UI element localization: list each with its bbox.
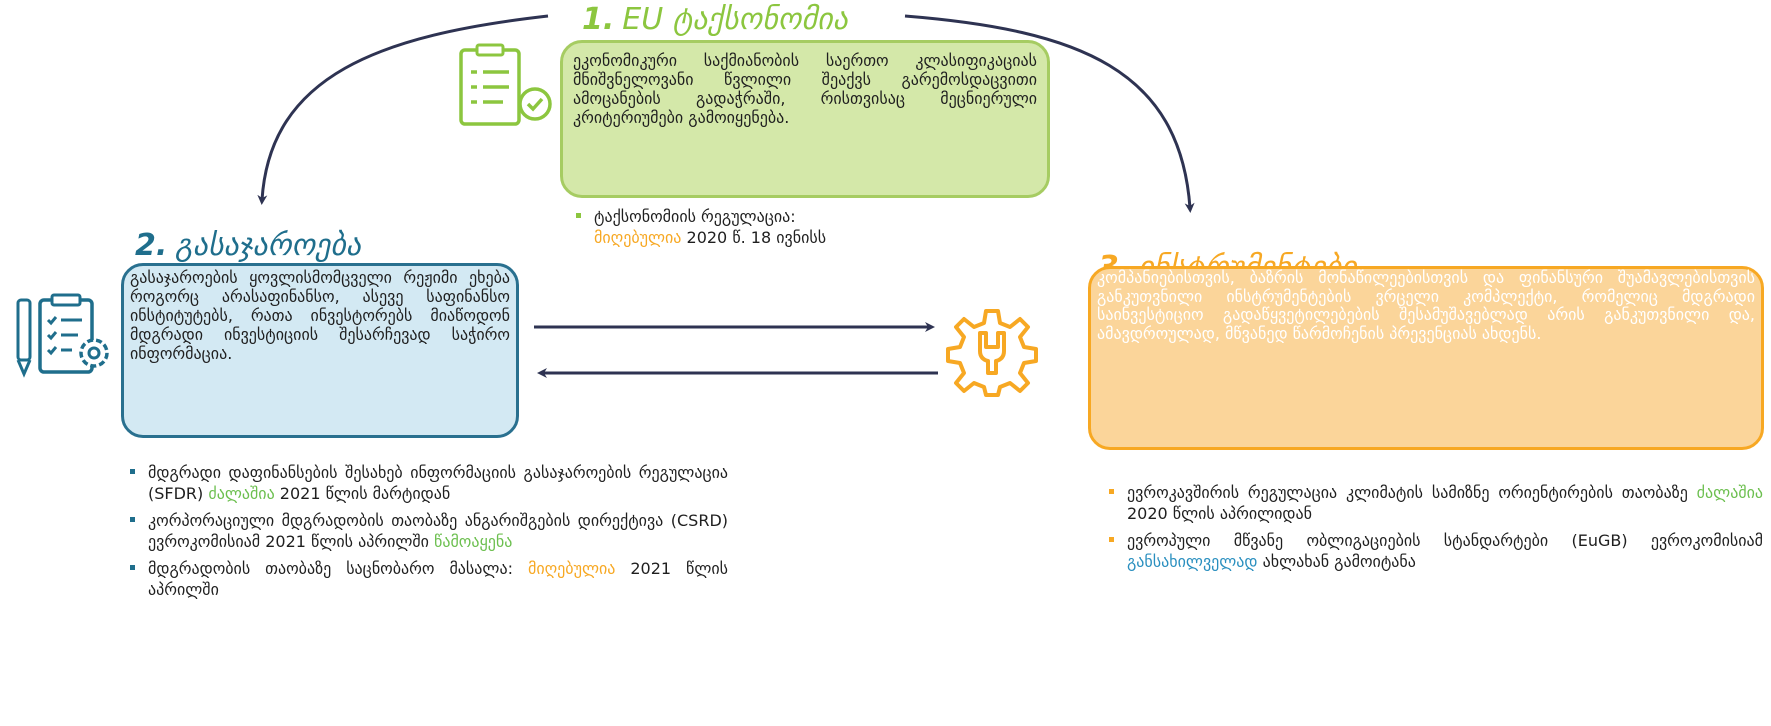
- list-item: მდგრადი დაფინანსების შესახებ ინფორმაციის…: [128, 462, 728, 504]
- list-item: მდგრადობის თაობაზე საცნობარო მასალა: მიღ…: [128, 558, 728, 600]
- list-item: ევროკავშირის რეგულაცია კლიმატის სამიზნე …: [1107, 482, 1763, 524]
- section1-title: 1.EU ტაქსონომია: [582, 2, 848, 37]
- status-label: წამოაყენა: [434, 532, 513, 551]
- taxonomy-bullets: ტაქსონომიის რეგულაცია:მიღებულია 2020 წ. …: [574, 206, 914, 254]
- status-label: მიღებულია: [527, 559, 616, 578]
- section2-title: 2.გასაჯაროება: [135, 228, 362, 263]
- disclosure-bullets: მდგრადი დაფინანსების შესახებ ინფორმაციის…: [128, 462, 728, 606]
- clipboard-gear-pen-icon: [16, 293, 109, 378]
- list-item: კორპორაციული მდგრადობის თაობაზე ანგარიშგ…: [128, 510, 728, 552]
- disclosure-description: გასაჯაროების ყოვლისმომცველი რეჟიმი ეხება…: [130, 268, 510, 363]
- checklist-check-icon: [459, 43, 552, 126]
- list-item: ევროპული მწვანე ობლიგაციების სტანდარტები…: [1107, 530, 1763, 572]
- status-label: განსახილველად: [1127, 552, 1258, 571]
- list-item: ტაქსონომიის რეგულაცია:მიღებულია 2020 წ. …: [574, 206, 914, 248]
- arrow-taxonomy-to-disclosure: [257, 14, 549, 205]
- arrow-taxonomy-to-tools: [904, 14, 1195, 213]
- taxonomy-description-box: ეკონომიკური საქმიანობის საერთო კლასიფიკა…: [560, 40, 1050, 198]
- status-label: ძალაშია: [208, 484, 275, 503]
- disclosure-description-box: გასაჯაროების ყოვლისმომცველი რეჟიმი ეხება…: [121, 263, 519, 438]
- tools-description-box: კომპანიებისთვის, ბაზრის მონაწილეებისთვის…: [1088, 266, 1764, 450]
- tools-description: კომპანიებისთვის, ბაზრის მონაწილეებისთვის…: [1097, 268, 1755, 343]
- status-label: მიღებულია: [594, 228, 682, 247]
- gear-wrench-icon: [946, 309, 1038, 397]
- taxonomy-description: ეკონომიკური საქმიანობის საერთო კლასიფიკა…: [573, 51, 1037, 127]
- status-label: ძალაშია: [1696, 483, 1763, 502]
- tools-bullets: ევროკავშირის რეგულაცია კლიმატის სამიზნე …: [1107, 482, 1763, 578]
